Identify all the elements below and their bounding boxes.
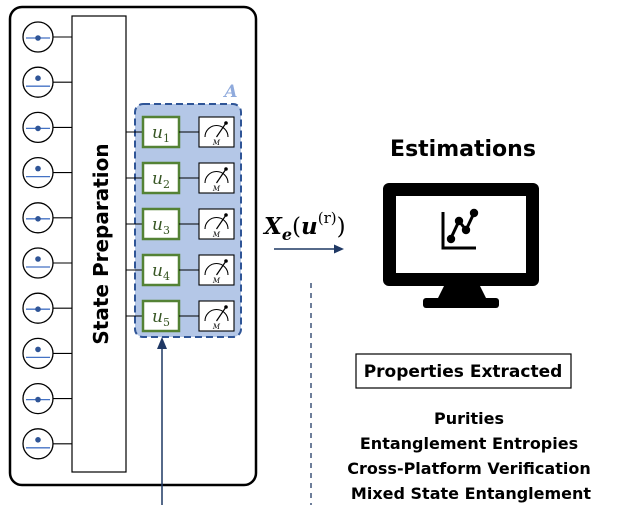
qubit-circle xyxy=(22,156,54,189)
meter-needle-tip xyxy=(224,121,228,125)
meter-needle-tip xyxy=(224,167,228,171)
unitary-box xyxy=(141,161,181,195)
qubit xyxy=(22,21,72,53)
qubit-circle xyxy=(22,66,54,98)
qubit xyxy=(22,156,72,189)
qubit xyxy=(22,247,72,279)
meter-dial xyxy=(204,217,229,230)
meter-needle-tip xyxy=(224,213,228,217)
property-cross-platform-verification: Cross-Platform Verification xyxy=(347,459,590,478)
meter-needle xyxy=(216,168,227,184)
qubit-state-dot xyxy=(35,35,41,41)
meter-needle xyxy=(216,122,227,138)
property-purities: Purities xyxy=(434,409,504,428)
meter-icon xyxy=(198,116,235,148)
meter-label: M xyxy=(212,139,221,147)
meter-icon xyxy=(198,162,235,194)
qubit-circle xyxy=(22,247,54,279)
meter-needle-tip xyxy=(224,259,228,263)
meter-needle xyxy=(216,260,227,276)
qubit-state-dot xyxy=(35,437,41,443)
qubit-state-dot xyxy=(35,306,41,313)
qubit-state-dot xyxy=(35,216,41,222)
unitary-label: u1 xyxy=(152,123,170,145)
properties-extracted-box xyxy=(355,353,572,389)
meter-dial xyxy=(204,171,229,184)
meter-icon xyxy=(198,208,235,240)
meter-label: M xyxy=(212,185,221,193)
meter-dial xyxy=(204,125,229,138)
meter-label: M xyxy=(212,323,221,331)
qubit-state-dot xyxy=(35,256,41,262)
unitary-box xyxy=(141,253,181,287)
unitary-label: u5 xyxy=(152,307,170,329)
unitary-label: u4 xyxy=(152,261,170,283)
meter-label: M xyxy=(212,277,221,285)
qubit-register xyxy=(22,21,72,460)
qubit xyxy=(22,382,72,415)
qubit-state-dot xyxy=(35,165,41,172)
property-mixed-state-entanglement: Mixed State Entanglement xyxy=(351,484,592,503)
input-arrowhead xyxy=(157,337,167,349)
meter-label: M xyxy=(212,231,221,239)
property-entanglement-entropies: Entanglement Entropies xyxy=(360,434,578,453)
meter-icon xyxy=(198,254,235,286)
qubit-state-dot xyxy=(35,396,41,403)
qubit xyxy=(22,111,72,144)
qubit-state-dot xyxy=(35,75,41,81)
properties-extracted-label: Properties Extracted xyxy=(364,362,563,382)
monitor-icon xyxy=(383,183,539,308)
qubit-circle xyxy=(22,337,54,370)
meter-icon xyxy=(198,300,235,332)
qubit-state-dot xyxy=(35,125,41,132)
qubit xyxy=(22,202,72,234)
measurement-outcome-label: Xe(u(r)) xyxy=(262,209,346,244)
meter-dial xyxy=(204,263,229,276)
meter-needle xyxy=(216,214,227,230)
meter-dial xyxy=(204,309,229,322)
unitary-label: u3 xyxy=(152,215,170,237)
qubit xyxy=(22,66,72,98)
block-label-a: A xyxy=(222,82,237,102)
qubit-state-dot xyxy=(35,346,41,353)
qubit xyxy=(22,428,72,460)
output-arrowhead xyxy=(334,244,344,254)
state-preparation-box xyxy=(71,15,127,473)
unitary-box xyxy=(141,115,181,149)
estimations-title: Estimations xyxy=(390,137,536,162)
state-preparation-label: State Preparation xyxy=(89,143,113,344)
meter-needle xyxy=(216,306,227,322)
line-chart-icon xyxy=(441,208,479,250)
unitary-label: u2 xyxy=(152,169,170,191)
qubit xyxy=(22,292,72,324)
meter-needle-tip xyxy=(224,305,228,309)
unitary-box xyxy=(141,299,181,333)
qubit-circle xyxy=(22,428,54,460)
qubit xyxy=(22,337,72,370)
